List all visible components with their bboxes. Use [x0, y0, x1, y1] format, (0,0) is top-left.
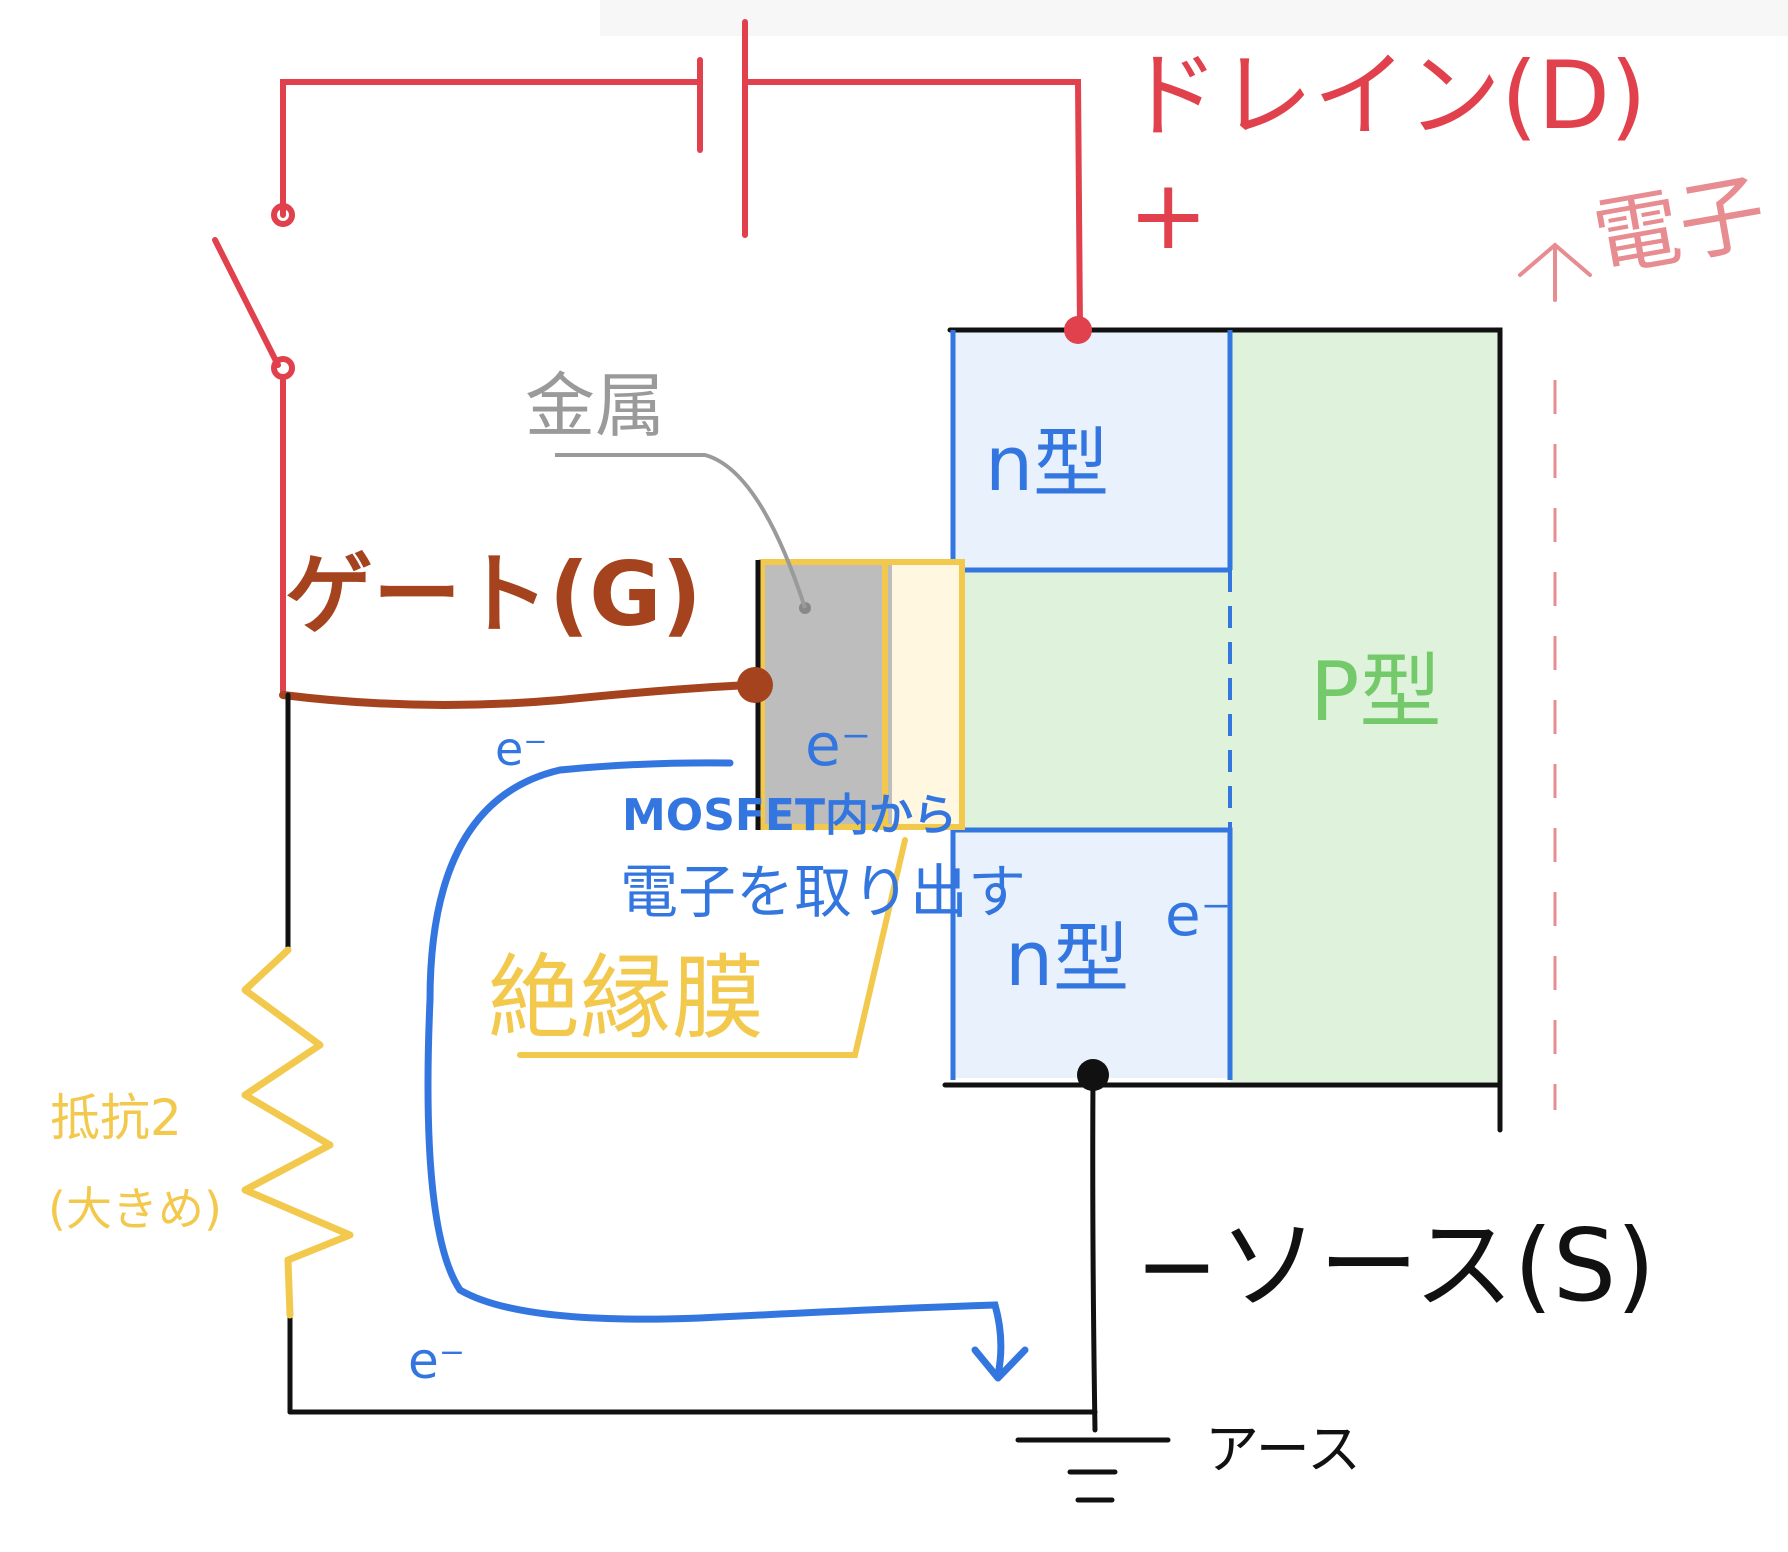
resistor-label-line2: (大きめ) — [48, 1182, 222, 1236]
gate-wire — [279, 681, 756, 709]
extract-label-line1: MOSFET内から — [622, 790, 957, 841]
battery-wire-left — [280, 79, 703, 218]
battery-wire-right — [742, 79, 1083, 333]
body-outline — [942, 327, 1503, 1133]
gate-terminal-dot — [737, 667, 773, 703]
drain-terminal-dot — [1064, 316, 1092, 344]
metal-pointer-line — [555, 453, 807, 609]
source-label: −ソース(S) — [1135, 1207, 1655, 1324]
semiconductor-body — [942, 327, 1503, 1133]
switch-lever-icon — [212, 237, 281, 368]
n-region-top — [953, 330, 1231, 570]
electron-arrowhead-icon — [971, 1346, 1029, 1382]
metal-label: 金属 — [525, 365, 665, 447]
insulator-label: 絶縁膜 — [488, 945, 764, 1052]
gate-label: ゲート(G) — [285, 543, 702, 646]
insulator-pointer-line — [517, 837, 908, 1058]
paper-shadow — [600, 0, 1788, 36]
drain-plus-label: + — [1128, 159, 1208, 271]
resistor-icon — [241, 946, 354, 1319]
gate-metal — [762, 562, 892, 827]
electron-flow-arrow — [424, 759, 1005, 1379]
n-region-bottom — [953, 830, 1231, 1078]
n-type-bottom-label: n型 — [1005, 914, 1129, 1003]
electron-bottom-label: e⁻ — [408, 1332, 465, 1390]
ground-label: アース — [1205, 1418, 1361, 1481]
electron-n-label: e⁻ — [1165, 881, 1231, 949]
electron-left-label: e⁻ — [495, 722, 548, 776]
insulator-fill — [892, 562, 962, 827]
return-circuit — [285, 692, 1098, 1433]
switch-contact-top — [271, 203, 295, 227]
n-type-top-label: n型 — [985, 419, 1109, 508]
p-region-fill — [1230, 330, 1500, 1082]
source-wire — [1090, 1072, 1098, 1433]
electron-gate-label: e⁻ — [805, 711, 871, 779]
drain-circuit — [212, 19, 1083, 698]
pink-arrow-icon — [1518, 242, 1592, 302]
source-terminal-dot — [1077, 1059, 1109, 1091]
resistor-label-line1: 抵抗2 — [50, 1089, 182, 1147]
electron-partial-label: 電子 — [1586, 162, 1773, 290]
drain-label: ドレイン(D) — [1125, 42, 1647, 151]
p-type-label: P型 — [1310, 645, 1441, 740]
extract-label-line2: 電子を取り出す — [620, 858, 1026, 926]
gate-stack — [755, 559, 965, 830]
ground-icon — [1015, 1437, 1171, 1503]
channel-region — [965, 570, 1230, 830]
